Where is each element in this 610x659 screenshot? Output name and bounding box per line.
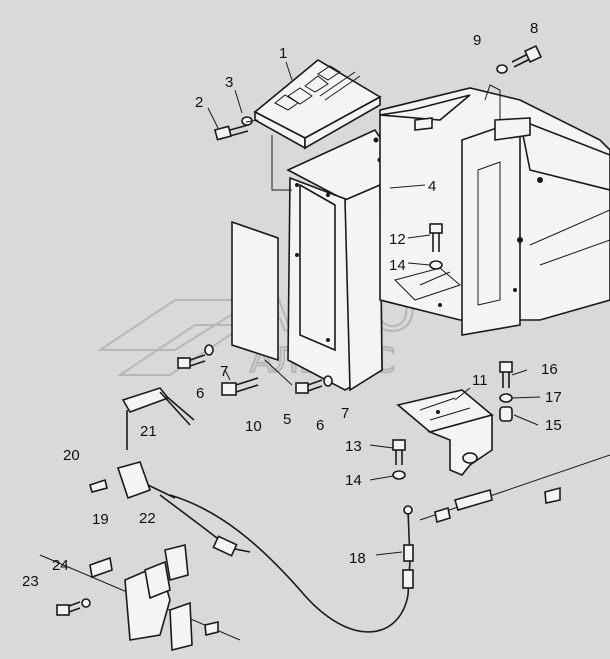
callout-18: 18 (349, 550, 366, 567)
bolt-16 (499, 361, 513, 422)
callout-19: 19 (92, 511, 109, 528)
bolt-6-right (295, 375, 333, 394)
callout-4: 4 (428, 178, 436, 195)
callout-7-right: 7 (341, 405, 349, 422)
callout-21: 21 (140, 423, 157, 440)
callout-1: 1 (279, 45, 287, 62)
callout-11: 11 (472, 372, 488, 389)
bracket-11 (396, 389, 494, 476)
cable-18 (169, 494, 414, 633)
callout-12: 12 (389, 231, 406, 248)
callout-20: 20 (63, 447, 80, 464)
callout-16: 16 (541, 361, 558, 378)
bolt-6-left (177, 344, 214, 369)
bolt-10 (221, 377, 259, 396)
callout-6-right: 6 (316, 417, 324, 434)
callout-8: 8 (530, 20, 538, 37)
callout-10: 10 (245, 418, 262, 435)
console-housing (379, 84, 610, 336)
pin-20 (89, 478, 108, 493)
callout-labels: 1 2 3 4 5 6 6 7 7 8 9 10 11 12 13 14 14 … (22, 20, 562, 590)
bracket-22 (159, 494, 251, 582)
callout-5: 5 (283, 411, 291, 428)
floor-plate (419, 454, 610, 524)
lever-arm (121, 387, 195, 450)
cover-plate (253, 59, 382, 150)
callout-14-top: 14 (389, 257, 406, 274)
callout-14-bottom: 14 (345, 472, 362, 489)
callout-22: 22 (139, 510, 156, 527)
clevis-19 (116, 461, 176, 500)
bottom-linkage (39, 554, 241, 652)
bolt-13 (392, 439, 406, 480)
bolt-8 (496, 44, 543, 74)
callout-13: 13 (345, 438, 362, 455)
callout-23: 23 (22, 573, 39, 590)
frame-bracket (271, 128, 386, 392)
callout-6-left: 6 (196, 385, 204, 402)
callout-15: 15 (545, 417, 562, 434)
bolt-2 (213, 116, 253, 141)
leader-lines (207, 61, 541, 556)
callout-9: 9 (473, 32, 481, 49)
callout-3: 3 (225, 74, 233, 91)
callout-24: 24 (52, 557, 69, 574)
callout-2: 2 (195, 94, 203, 111)
callout-7-left: 7 (220, 363, 228, 380)
side-plate (231, 220, 279, 362)
callout-17: 17 (545, 389, 562, 406)
